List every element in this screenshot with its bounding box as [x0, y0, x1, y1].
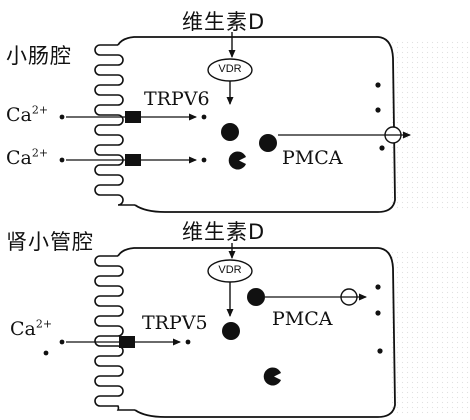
calbindin-4	[222, 322, 240, 340]
intestinal-microvilli	[94, 44, 135, 206]
ca-ion-symbol: Ca	[6, 147, 32, 169]
trpv5-label: TRPV5	[142, 312, 208, 334]
renal-tubule-cell	[43, 243, 396, 418]
renal-tubule-lumen-label: 肾小管腔	[6, 230, 94, 254]
ca-ion-symbol: Ca	[10, 318, 36, 340]
pmca-label-upper: PMCA	[282, 147, 343, 169]
ca-ion-blood-6	[377, 348, 383, 354]
vdr-label-upper: VDR	[218, 63, 242, 75]
calbindin-3	[247, 288, 265, 306]
ca-ion-blood-4	[375, 284, 381, 290]
calbindin-1	[221, 123, 239, 141]
ca-ion-charge: 2+	[31, 103, 49, 117]
renal-microvilli	[94, 255, 135, 411]
scan-noise-lower	[390, 250, 470, 415]
pmca-label-lower: PMCA	[272, 308, 333, 330]
trpv6-label: TRPV6	[144, 88, 210, 110]
trpv6-channel-2	[125, 154, 141, 166]
ca-ion-symbol: Ca	[6, 104, 32, 126]
calbindin-bound-1	[228, 151, 246, 170]
vdr-label-lower: VDR	[218, 264, 242, 276]
ca-ion-label-3: Ca2+	[10, 318, 52, 340]
ca-ion-lumen-1	[59, 114, 65, 120]
ca-ion-lumen-3	[59, 339, 65, 345]
ca-ion-tubule-lumen	[43, 350, 49, 356]
ca-ion-blood-1	[375, 82, 381, 88]
ca-ion-cytosol-2	[201, 157, 207, 163]
ca-ion-label-1: Ca2+	[6, 104, 48, 126]
vitamin-d-label-lower: 维生素D	[182, 220, 266, 244]
ca-ion-cytosol-3	[185, 339, 191, 345]
intestinal-cell-membrane	[117, 36, 396, 213]
ca-ion-blood-5	[375, 310, 381, 316]
ca-ion-charge: 2+	[31, 146, 49, 160]
ca-ion-charge: 2+	[35, 317, 53, 331]
trpv5-channel	[119, 336, 135, 348]
small-intestine-lumen-label: 小肠腔	[6, 44, 72, 68]
intestinal-cell	[59, 32, 411, 213]
calbindin-bound-2	[263, 367, 281, 386]
scan-noise-upper	[390, 40, 470, 210]
ca-ion-label-2: Ca2+	[6, 147, 48, 169]
trpv6-channel-1	[125, 111, 141, 123]
renal-cell-membrane	[117, 247, 396, 418]
vitamin-d-label-upper: 维生素D	[182, 10, 266, 34]
ca-ion-blood-2	[375, 107, 381, 113]
ca-ion-lumen-2	[59, 157, 65, 163]
ca-ion-cytosol-1	[201, 114, 207, 120]
calbindin-2	[259, 134, 277, 152]
ca-ion-blood-3	[379, 145, 385, 151]
